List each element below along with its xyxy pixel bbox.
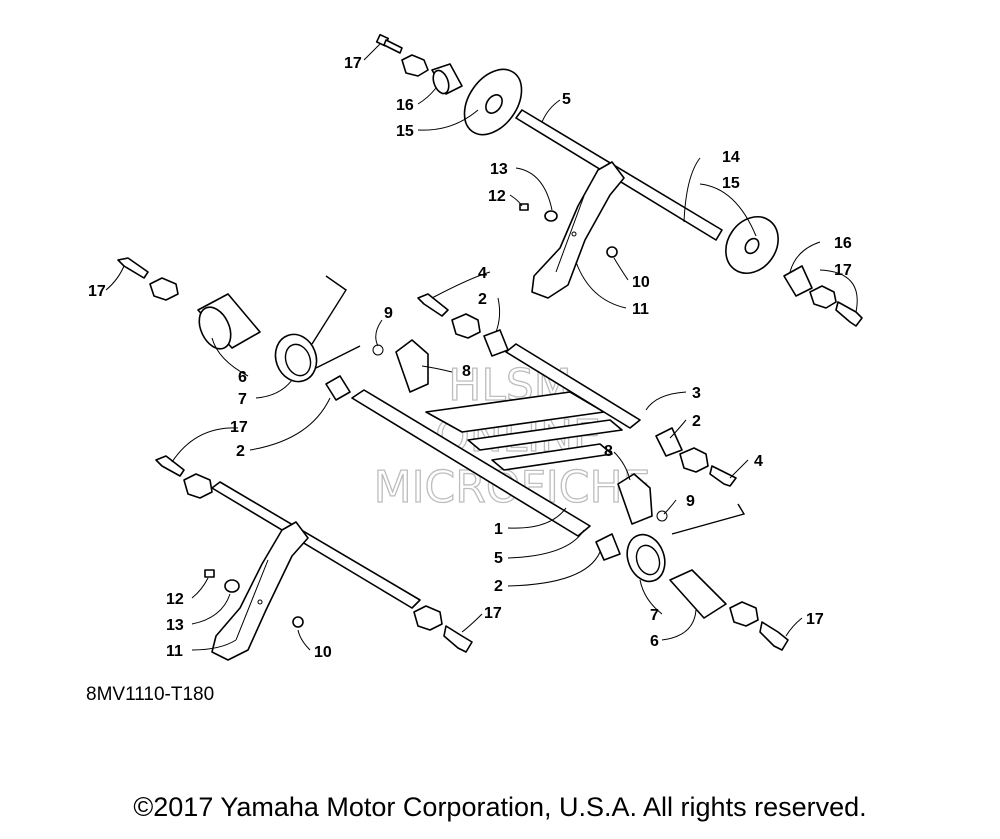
callout-2: 2 <box>478 291 487 308</box>
bolt-17-right-lower <box>759 621 789 651</box>
flange-nut-upper-right <box>809 285 837 309</box>
bolt-17-lower-left <box>155 455 185 477</box>
callout-6: 6 <box>238 369 247 386</box>
callout-4: 4 <box>754 453 763 470</box>
callout-11: 11 <box>166 643 183 660</box>
washer-13-upper <box>544 210 558 222</box>
flange-nut-right-lower <box>729 601 759 627</box>
callout-17: 17 <box>484 605 502 622</box>
callout-7: 7 <box>650 607 659 624</box>
arm-11-upper <box>531 161 625 299</box>
callout-9: 9 <box>384 305 393 322</box>
callout-8: 8 <box>462 363 471 380</box>
callout-15: 15 <box>396 123 414 140</box>
washer-13-lower <box>224 579 240 593</box>
flange-nut-lower-left <box>183 473 213 499</box>
bushing-6-left <box>197 293 261 350</box>
callout-14: 14 <box>722 149 740 166</box>
drawing-code: 8MV1110-T180 <box>86 684 215 705</box>
callout-5: 5 <box>494 550 503 567</box>
wheel-15-upper-right <box>725 216 779 274</box>
callout-2: 2 <box>692 413 701 430</box>
bushing-16-upper-left <box>431 63 463 95</box>
flange-nut-upper-left <box>401 54 429 77</box>
callout-13: 13 <box>490 161 508 178</box>
callout-10: 10 <box>632 274 650 291</box>
shaft-5-lower <box>211 481 421 609</box>
callout-11: 11 <box>632 301 649 318</box>
bushing-2-lower <box>595 533 621 561</box>
callout-17: 17 <box>88 283 106 300</box>
bushing-2-top <box>483 329 509 357</box>
bolt-17-left <box>117 257 149 279</box>
callout-13: 13 <box>166 617 184 634</box>
callout-9: 9 <box>686 493 695 510</box>
clip-9-lower <box>656 510 668 522</box>
center-frame-assembly <box>117 257 789 651</box>
bolt-12-upper <box>519 203 529 211</box>
bolt-17-upper-left <box>375 33 403 54</box>
spring-7-right <box>626 503 746 583</box>
bolt-17-lower-right <box>443 625 473 653</box>
flange-nut-upper-center <box>451 313 481 339</box>
callouts: 17 16 15 5 14 15 13 12 16 17 10 11 17 4 … <box>88 55 852 661</box>
callout-17: 17 <box>344 55 362 72</box>
callout-17: 17 <box>806 611 824 628</box>
bolt-12-lower <box>204 569 215 578</box>
bumper-8-upper <box>395 339 429 393</box>
bushing-2-right <box>655 427 683 457</box>
callout-12: 12 <box>166 591 184 608</box>
bushing-6-right <box>669 569 727 619</box>
callout-6: 6 <box>650 633 659 650</box>
callout-10: 10 <box>314 644 332 661</box>
wheel-15-upper-left <box>463 68 523 136</box>
nut-10-lower <box>292 616 304 628</box>
nut-10-upper <box>606 246 618 258</box>
flange-nut-left <box>149 277 179 301</box>
callout-4: 4 <box>478 265 487 282</box>
shaft-1 <box>351 389 591 537</box>
bolt-17-upper-right <box>835 301 863 327</box>
bushing-16-upper-right <box>783 265 813 297</box>
callout-3: 3 <box>692 385 701 402</box>
leader-lines <box>105 43 858 651</box>
spring-7-left <box>274 275 361 383</box>
copyright-notice: ©2017 Yamaha Motor Corporation, U.S.A. A… <box>133 792 867 822</box>
callout-1: 1 <box>494 521 503 538</box>
flange-nut-right-center <box>679 447 709 473</box>
upper-shaft-assembly <box>375 33 863 327</box>
callout-15: 15 <box>722 175 740 192</box>
callout-7: 7 <box>238 391 247 408</box>
bushing-2-left <box>325 375 351 401</box>
shaft-3 <box>505 343 641 429</box>
callout-12: 12 <box>488 188 506 205</box>
bolt-4-upper <box>417 293 449 317</box>
bolt-4-right <box>709 465 737 487</box>
callout-5: 5 <box>562 91 571 108</box>
clip-9-upper <box>372 344 384 356</box>
callout-17: 17 <box>834 262 852 279</box>
frame-crossbar-front <box>491 443 613 471</box>
flange-nut-lower-right <box>413 605 443 631</box>
lower-shaft-assembly <box>155 455 473 661</box>
arm-11-lower <box>211 521 309 661</box>
callout-8: 8 <box>604 443 613 460</box>
callout-17: 17 <box>230 419 248 436</box>
callout-16: 16 <box>834 235 852 252</box>
frame-crossbar-mid <box>467 419 623 451</box>
callout-2: 2 <box>494 578 503 595</box>
callout-16: 16 <box>396 97 414 114</box>
callout-2: 2 <box>236 443 245 460</box>
bumper-8-lower <box>617 473 653 525</box>
